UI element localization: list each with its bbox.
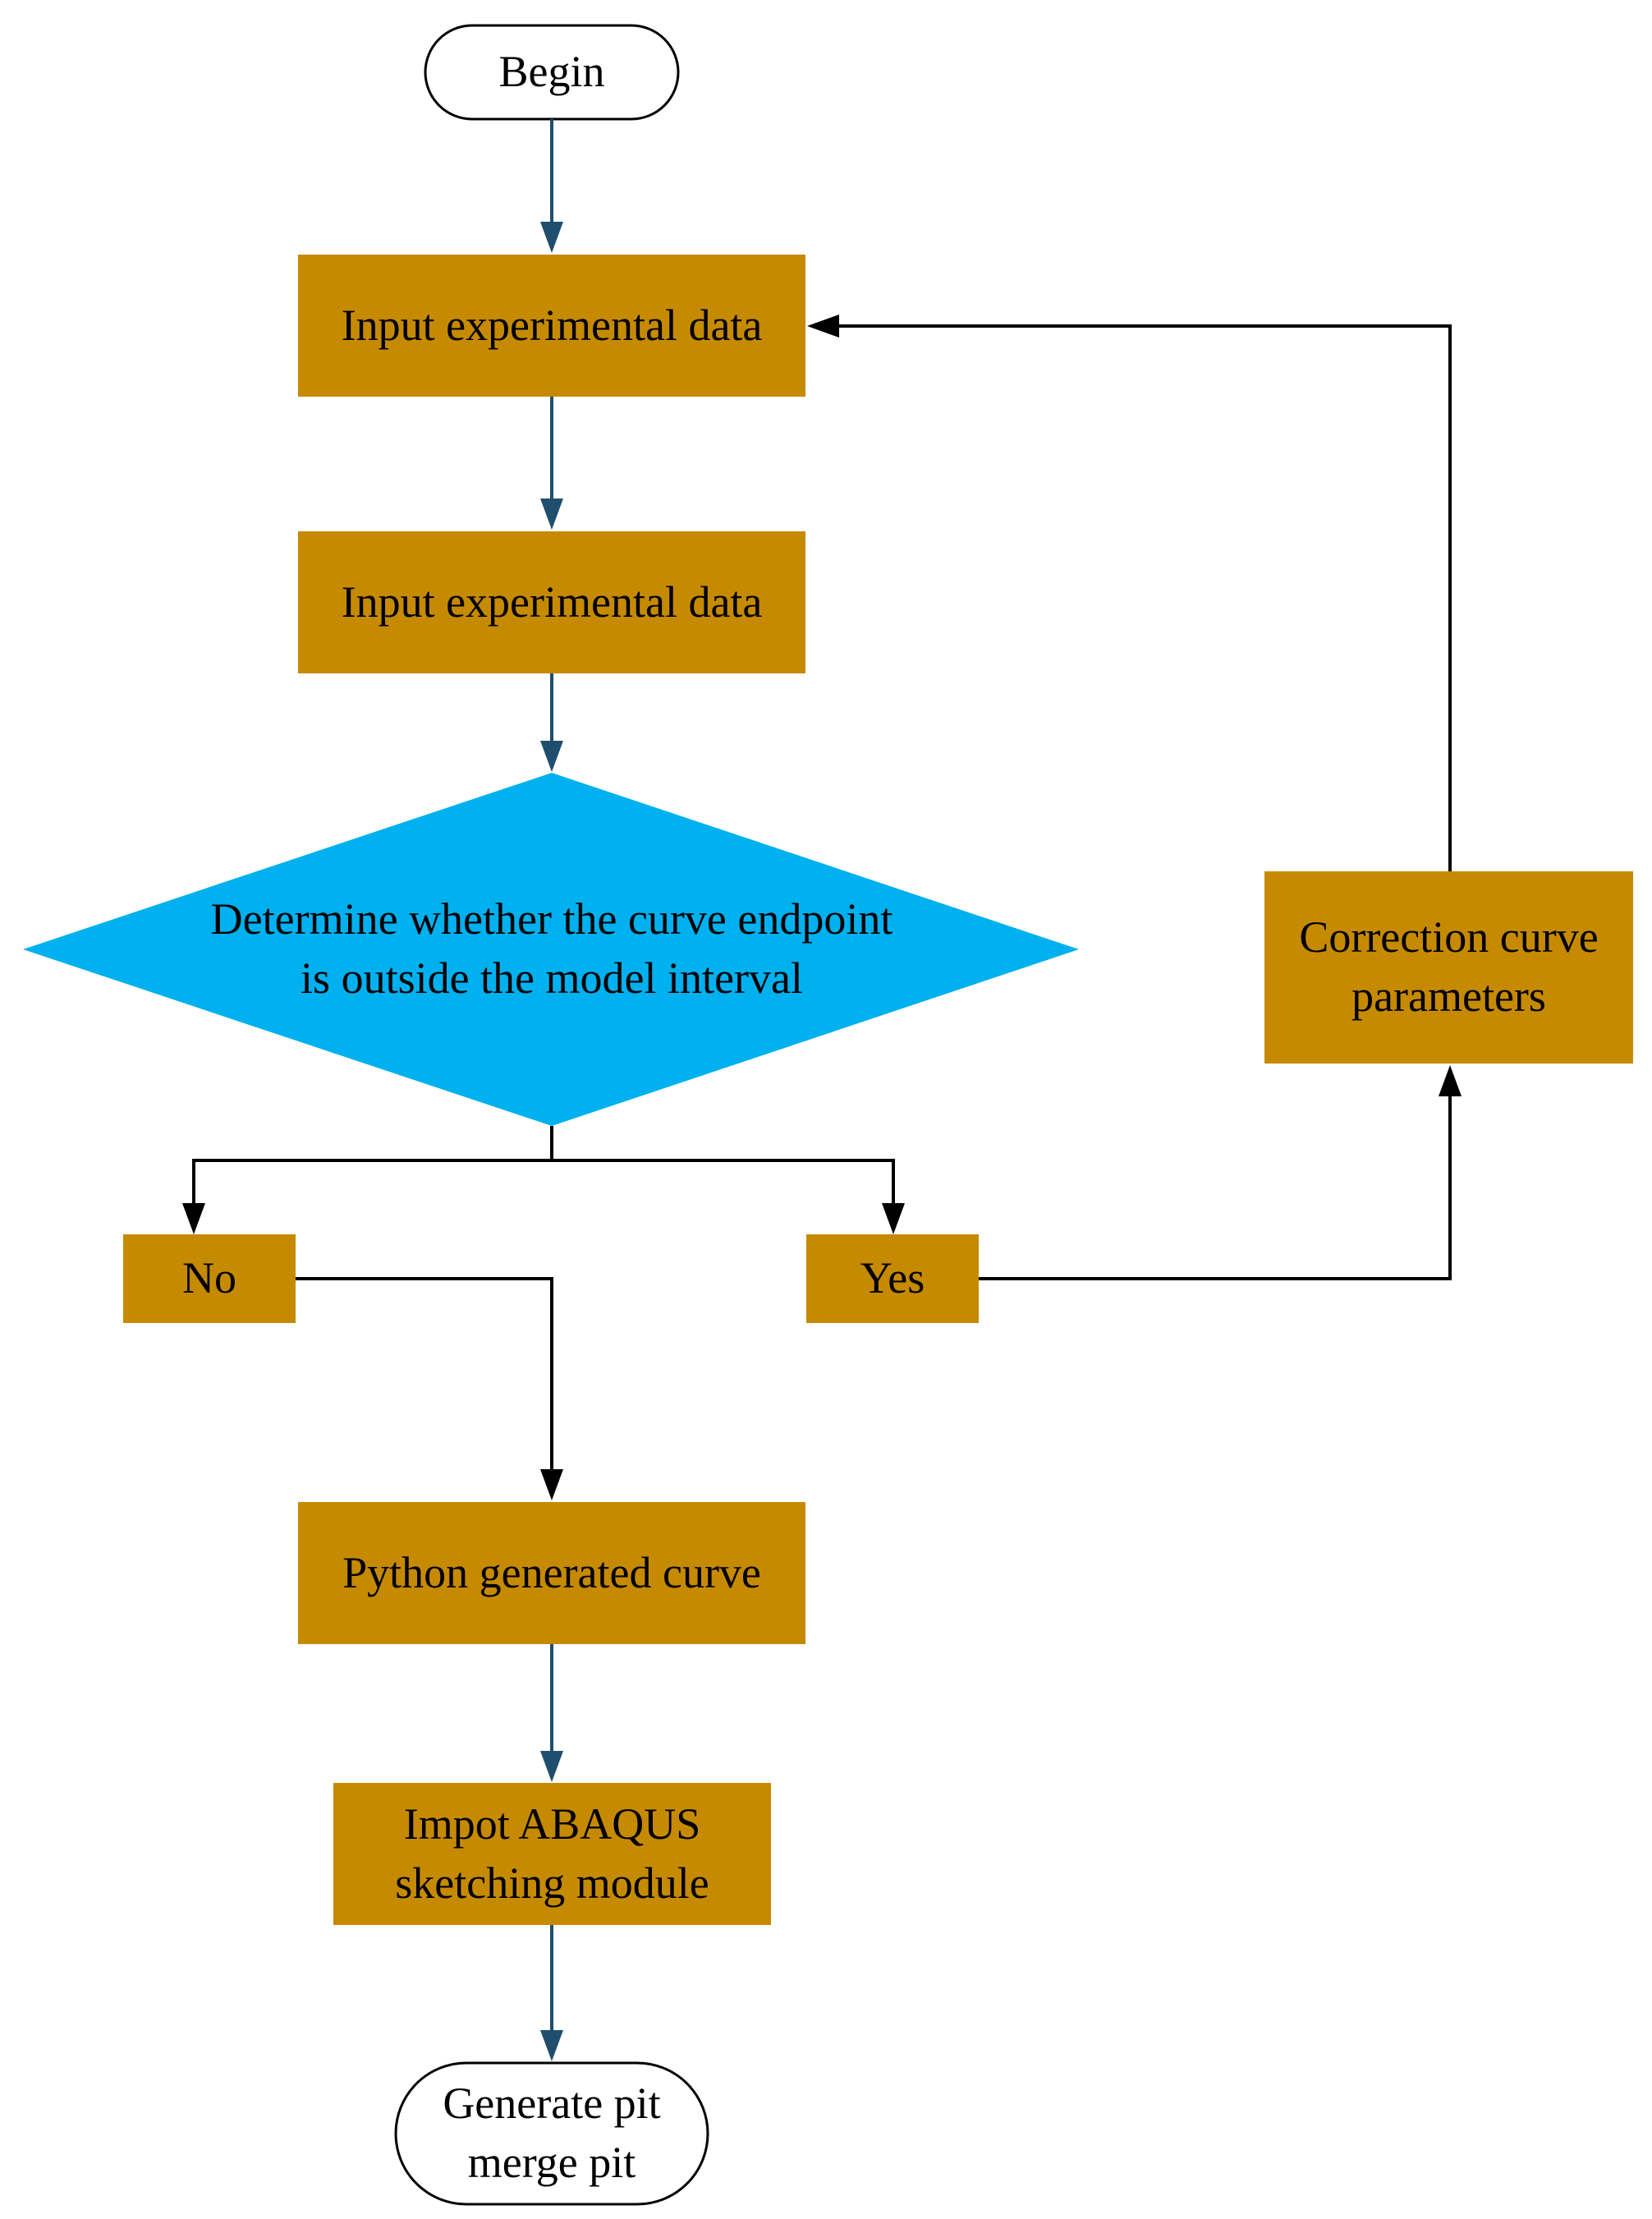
arrowhead-python-to-import <box>540 1751 563 1782</box>
no-box <box>123 1234 296 1323</box>
arrowhead-import-to-end <box>540 2030 563 2061</box>
arrowhead-to-no <box>182 1203 205 1234</box>
yes-label: Yes <box>860 1253 925 1303</box>
begin-label: Begin <box>498 47 605 97</box>
input-data-box-2 <box>298 531 805 673</box>
python-curve-label: Python generated curve <box>342 1547 761 1597</box>
connector-decision-branch <box>192 1159 895 1210</box>
input-data-label-1: Input experimental data <box>341 300 763 350</box>
end-terminal <box>394 2061 709 2206</box>
arrowhead-begin-to-input1 <box>540 222 563 253</box>
python-curve-box <box>298 1502 805 1644</box>
decision-diamond <box>23 773 1079 1126</box>
import-abaqus-label: Impot ABAQUS sketching module <box>395 1799 709 1908</box>
arrowhead-input2-to-decision <box>540 741 563 772</box>
no-label: No <box>182 1253 236 1303</box>
correction-box <box>1264 871 1633 1064</box>
arrowhead-yes-to-correction <box>1439 1065 1462 1096</box>
import-abaqus-box <box>333 1783 771 1925</box>
input-data-label-2: Input experimental data <box>341 577 763 627</box>
connector-correction-to-input1 <box>833 324 1452 871</box>
correction-label: Correction curve parameters <box>1299 912 1599 1021</box>
connector-no-to-python <box>296 1277 553 1476</box>
decision-label: Determine whether the curve endpoint is … <box>210 894 893 1003</box>
arrowhead-no-to-python <box>540 1469 563 1500</box>
connector-yes-to-correction <box>979 1091 1452 1280</box>
input-data-box-1 <box>298 255 805 397</box>
yes-box <box>806 1234 979 1323</box>
arrowhead-correction-to-input1 <box>807 315 839 338</box>
arrowhead-input1-to-input2 <box>540 498 563 530</box>
arrowhead-to-yes <box>882 1203 905 1234</box>
end-label: Generate pit merge pit <box>443 2079 661 2187</box>
